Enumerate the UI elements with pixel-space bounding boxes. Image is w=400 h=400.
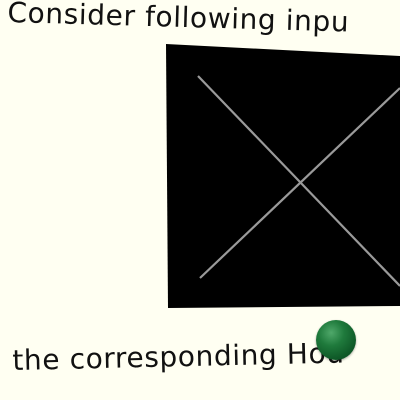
pointer-sphere-icon[interactable] (316, 320, 356, 360)
diagonal-line-2 (199, 87, 400, 279)
diagonal-line-1 (197, 75, 400, 287)
input-image-background (166, 44, 400, 308)
